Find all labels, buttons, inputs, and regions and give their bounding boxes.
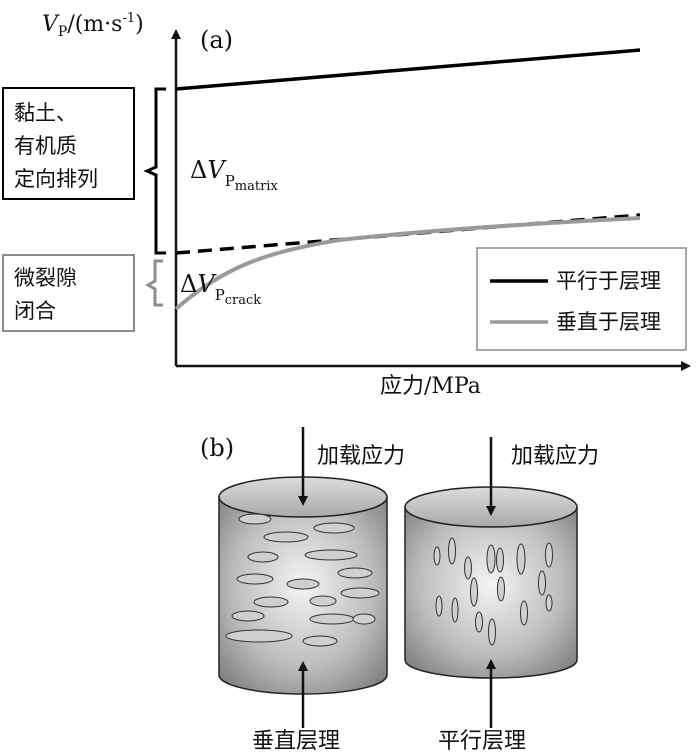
delta-v-matrix-label: ΔVPmatrix — [190, 156, 278, 194]
parallel-upper-line — [175, 48, 641, 91]
crack-box — [2, 254, 135, 332]
cylinder-perpendicular: 加载应力 垂直层理 — [218, 427, 405, 753]
panel-b-label: (b) — [200, 434, 234, 462]
vertical-cracks — [433, 537, 553, 646]
cylinder-right-body — [404, 506, 578, 679]
matrix-box-line-2: 有机质 — [14, 134, 77, 158]
matrix-bracket — [143, 87, 166, 255]
matrix-box — [2, 87, 135, 200]
load-label-left: 加载应力 — [317, 444, 405, 469]
perpendicular-curve — [174, 216, 641, 311]
panel-a-label: (a) — [200, 26, 233, 54]
legend-label-parallel: 平行于层理 — [556, 269, 661, 293]
delta-v-crack-label: ΔVPcrack — [180, 270, 261, 308]
crack-box-line-2: 闭合 — [14, 299, 56, 323]
panel-b: (b) — [200, 427, 599, 753]
matrix-box-line-3: 定向排列 — [14, 167, 98, 191]
crack-box-line-1: 微裂隙 — [14, 266, 77, 290]
bottom-label-right: 平行层理 — [438, 729, 526, 753]
panel-a: VP/(m·s-1) (a) 应力/MPa 黏土、 有机质 定向排列 微裂隙 闭… — [2, 11, 691, 399]
matrix-box-line-1: 黏土、 — [14, 101, 77, 125]
crack-bracket — [144, 259, 163, 307]
bottom-label-left: 垂直层理 — [252, 729, 340, 753]
x-axis-label: 应力/MPa — [380, 374, 481, 399]
legend-label-perpendicular: 垂直于层理 — [556, 310, 661, 334]
cylinder-left-body — [218, 496, 388, 695]
load-label-right: 加载应力 — [511, 444, 599, 469]
horizontal-cracks — [225, 513, 380, 647]
y-axis-label: VP/(m·s-1) — [42, 11, 144, 40]
cylinder-parallel: 加载应力 平行层理 — [404, 437, 599, 753]
legend-box — [476, 247, 687, 351]
legend: 平行于层理 垂直于层理 — [476, 247, 687, 351]
